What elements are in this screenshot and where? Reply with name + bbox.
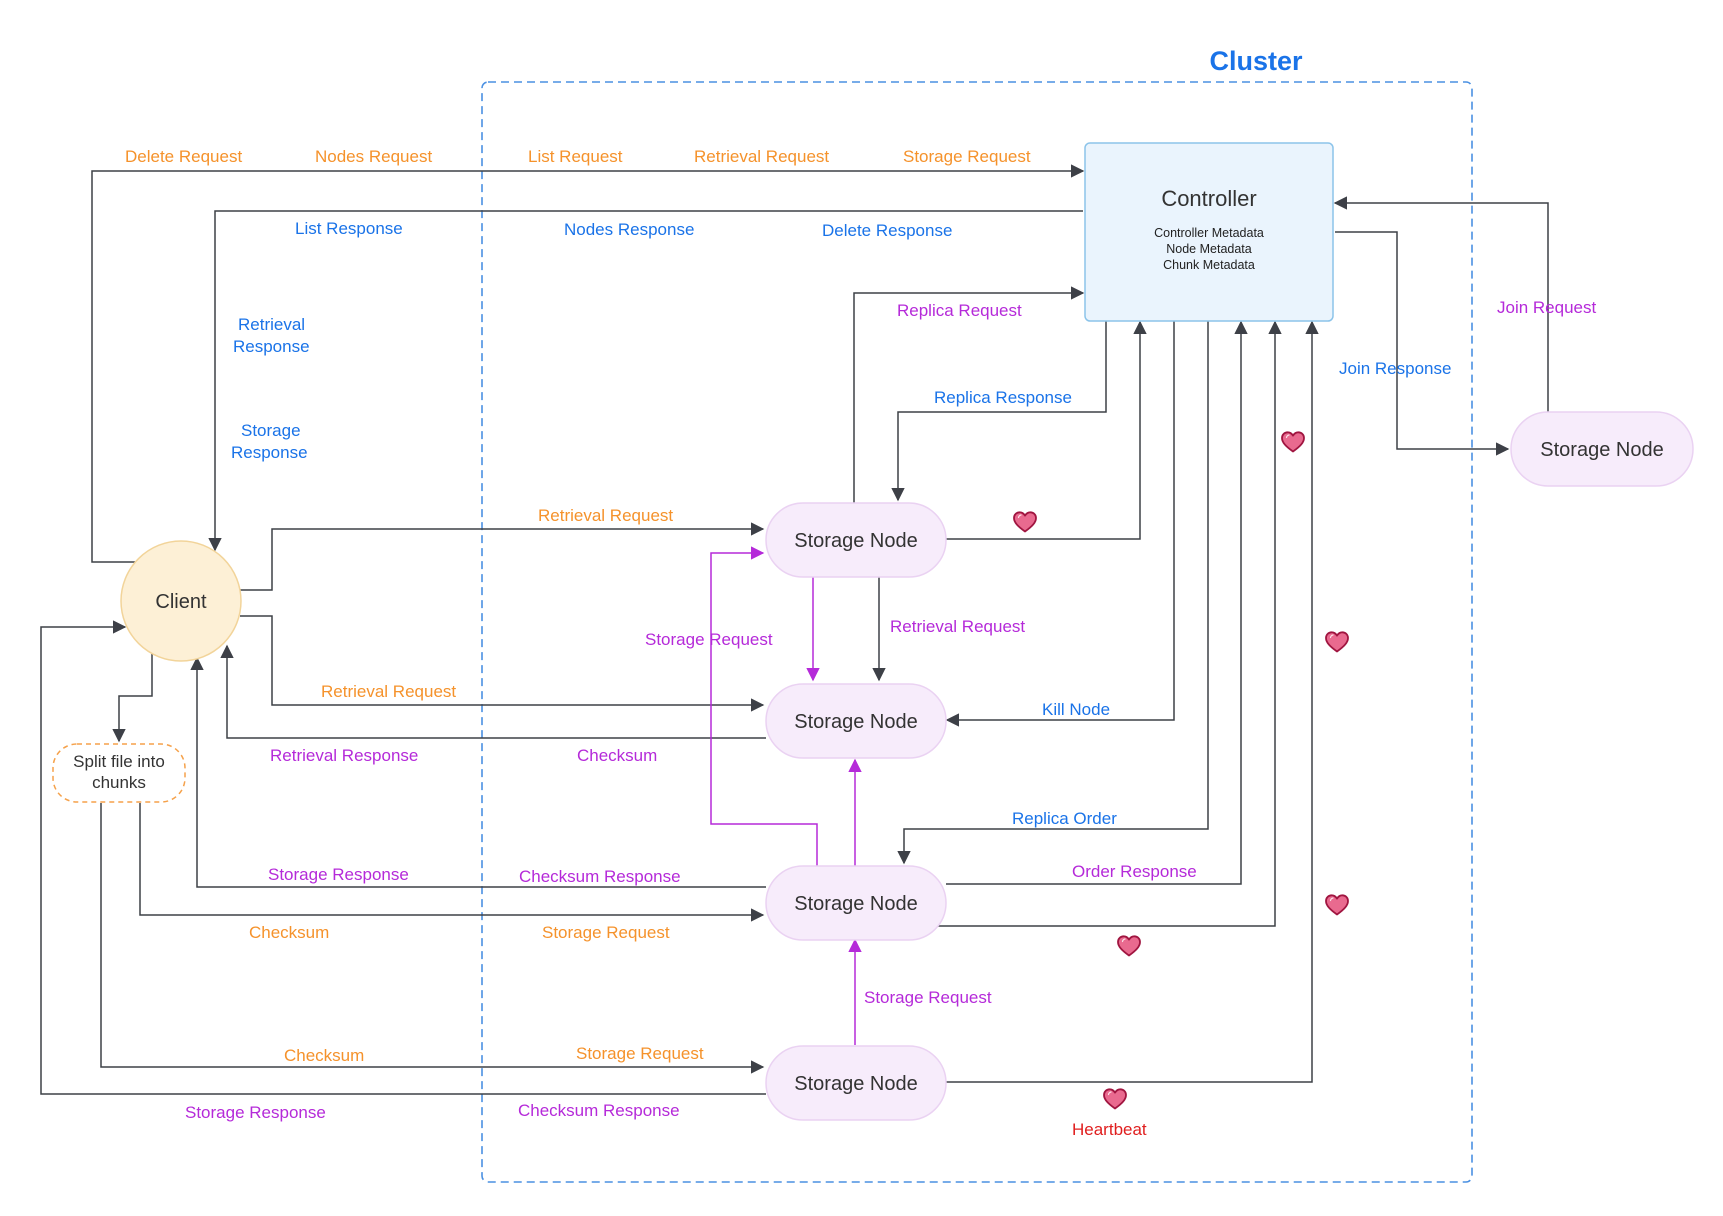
client-to-split (112, 654, 153, 743)
label-storage-request-sn3: Storage Request (542, 923, 670, 942)
replica-order-line (897, 320, 1209, 865)
label-storage-response-sn4: Storage Response (185, 1103, 326, 1122)
cluster-boundary (481, 81, 1473, 1183)
label-retrieval-request-sn1: Retrieval Request (538, 506, 673, 525)
label-replica-response: Replica Response (934, 388, 1072, 407)
controller-metadata-line: Controller Metadata (1154, 226, 1264, 240)
join-response-line (1335, 231, 1510, 456)
label-nodes-response: Nodes Response (564, 220, 694, 239)
label-heartbeat: Heartbeat (1072, 1120, 1147, 1139)
order-response-line (946, 320, 1248, 885)
label-storage-request-sn4-sn3: Storage Request (864, 988, 992, 1007)
sn3-to-client-storage-response (190, 656, 766, 888)
label-retrieval-response-sn2: Retrieval Response (270, 746, 418, 765)
split-line-1: Split file into (73, 752, 165, 771)
storage-node-1-label: Storage Node (794, 530, 917, 552)
heart-icon (1117, 935, 1141, 957)
split-file-box[interactable]: Split file into chunks (52, 743, 186, 803)
label-storage-request-mid: Storage Request (645, 630, 773, 649)
node-metadata-line: Node Metadata (1166, 242, 1252, 256)
storage-node-3[interactable]: Storage Node (765, 865, 947, 941)
storage-node-1[interactable]: Storage Node (765, 502, 947, 578)
heart-icon (1281, 431, 1305, 453)
label-storage-request-top: Storage Request (903, 147, 1031, 166)
heart-icon (1325, 631, 1349, 653)
label-list-request: List Request (528, 147, 623, 166)
label-retrieval-response-2: Response (233, 337, 310, 356)
label-storage-response-1: Storage (241, 421, 301, 440)
controller-title: Controller (1161, 186, 1256, 211)
storage-node-outside-label: Storage Node (1540, 439, 1663, 461)
label-join-response: Join Response (1339, 359, 1451, 378)
cluster-title: Cluster (1209, 46, 1303, 76)
join-request-line (1333, 196, 1549, 412)
split-line-2: chunks (92, 773, 146, 792)
client-label: Client (155, 591, 207, 613)
label-retrieval-request-sn1-sn2: Retrieval Request (890, 617, 1025, 636)
label-checksum-sn3: Checksum (249, 923, 329, 942)
storage-node-2-label: Storage Node (794, 711, 917, 733)
label-list-response: List Response (295, 219, 403, 238)
heart-icon (1103, 1088, 1127, 1110)
connector-lines (40, 164, 1549, 1095)
sn1-heartbeat-line (946, 320, 1147, 540)
label-checksum-response-sn3: Checksum Response (519, 867, 681, 886)
label-retrieval-response-1: Retrieval (238, 315, 305, 334)
client-to-sn1-retrieval (240, 522, 765, 591)
client-to-sn2-retrieval (240, 615, 765, 712)
split-to-sn4-storage (100, 803, 765, 1074)
client-node[interactable]: Client (120, 540, 242, 662)
label-checksum-response-sn4: Checksum Response (518, 1101, 680, 1120)
controller-box[interactable]: Controller Controller Metadata Node Meta… (1084, 142, 1334, 322)
sn2-to-client-retrieval-response (220, 644, 766, 739)
sn3-to-sn1-storage (710, 546, 818, 866)
storage-node-2[interactable]: Storage Node (765, 683, 947, 759)
storage-node-4-label: Storage Node (794, 1073, 917, 1095)
label-storage-request-sn4: Storage Request (576, 1044, 704, 1063)
chunk-metadata-line: Chunk Metadata (1163, 258, 1255, 272)
label-checksum-sn2: Checksum (577, 746, 657, 765)
kill-node-line (945, 320, 1175, 727)
sn3-heartbeat-line (936, 320, 1282, 927)
label-retrieval-request-top: Retrieval Request (694, 147, 829, 166)
replica-response-line (891, 320, 1107, 502)
label-retrieval-request-sn2: Retrieval Request (321, 682, 456, 701)
label-nodes-request: Nodes Request (315, 147, 432, 166)
label-replica-order: Replica Order (1012, 809, 1117, 828)
storage-node-outside[interactable]: Storage Node (1510, 411, 1694, 487)
replication-lines (710, 546, 862, 1045)
label-replica-request: Replica Request (897, 301, 1022, 320)
label-delete-response: Delete Response (822, 221, 952, 240)
edge-labels: Delete Request Nodes Request List Reques… (125, 147, 1597, 1139)
storage-node-4[interactable]: Storage Node (765, 1045, 947, 1121)
label-order-response: Order Response (1072, 862, 1197, 881)
sn4-heartbeat-line (946, 320, 1319, 1083)
sn4-to-client-storage-response (40, 620, 766, 1095)
label-checksum-sn4: Checksum (284, 1046, 364, 1065)
client-to-controller-requests (91, 164, 1085, 563)
heart-icon (1325, 894, 1349, 916)
label-storage-response-sn3: Storage Response (268, 865, 409, 884)
label-kill-node: Kill Node (1042, 700, 1110, 719)
label-storage-response-2: Response (231, 443, 308, 462)
label-join-request: Join Request (1497, 298, 1597, 317)
heart-icon (1013, 511, 1037, 533)
label-delete-request: Delete Request (125, 147, 242, 166)
replica-request-line (853, 286, 1085, 503)
heartbeat-icons (1013, 431, 1349, 1110)
storage-node-3-label: Storage Node (794, 893, 917, 915)
split-to-sn3-storage (139, 803, 765, 922)
controller-to-client-responses (208, 210, 1083, 552)
